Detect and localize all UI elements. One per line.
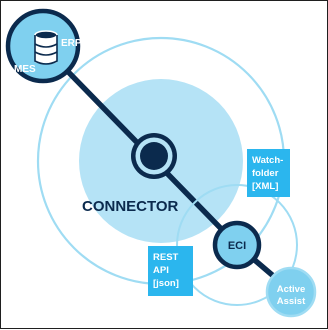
node-mes-label: MES bbox=[14, 64, 36, 75]
tag-watchfolder-line-1: Watch- bbox=[252, 155, 283, 166]
tag-rest-api-line-3: [json] bbox=[153, 278, 179, 289]
connector-label: CONNECTOR bbox=[82, 198, 179, 215]
node-active-assist[interactable]: Active Assist bbox=[265, 266, 317, 318]
node-active-assist-line-2: Assist bbox=[277, 296, 306, 307]
tag-rest-api: REST API [json] bbox=[148, 246, 193, 296]
node-eci-label: ECI bbox=[228, 240, 246, 252]
assist-orbit-ring bbox=[176, 184, 298, 306]
tag-watchfolder-line-3: [XML] bbox=[252, 181, 278, 192]
node-mes-erp[interactable]: ERP MES bbox=[5, 8, 82, 84]
node-erp-label: ERP bbox=[61, 38, 82, 49]
center-hub-core bbox=[140, 142, 168, 170]
database-icon bbox=[34, 30, 58, 65]
tag-watchfolder-line-2: folder bbox=[252, 168, 279, 179]
tag-rest-api-line-2: API bbox=[153, 265, 169, 276]
node-active-assist-line-1: Active bbox=[277, 284, 306, 295]
tag-watchfolder: Watch- folder [XML] bbox=[247, 149, 290, 197]
node-eci[interactable]: ECI bbox=[212, 220, 262, 270]
tag-rest-api-line-1: REST bbox=[153, 252, 179, 263]
